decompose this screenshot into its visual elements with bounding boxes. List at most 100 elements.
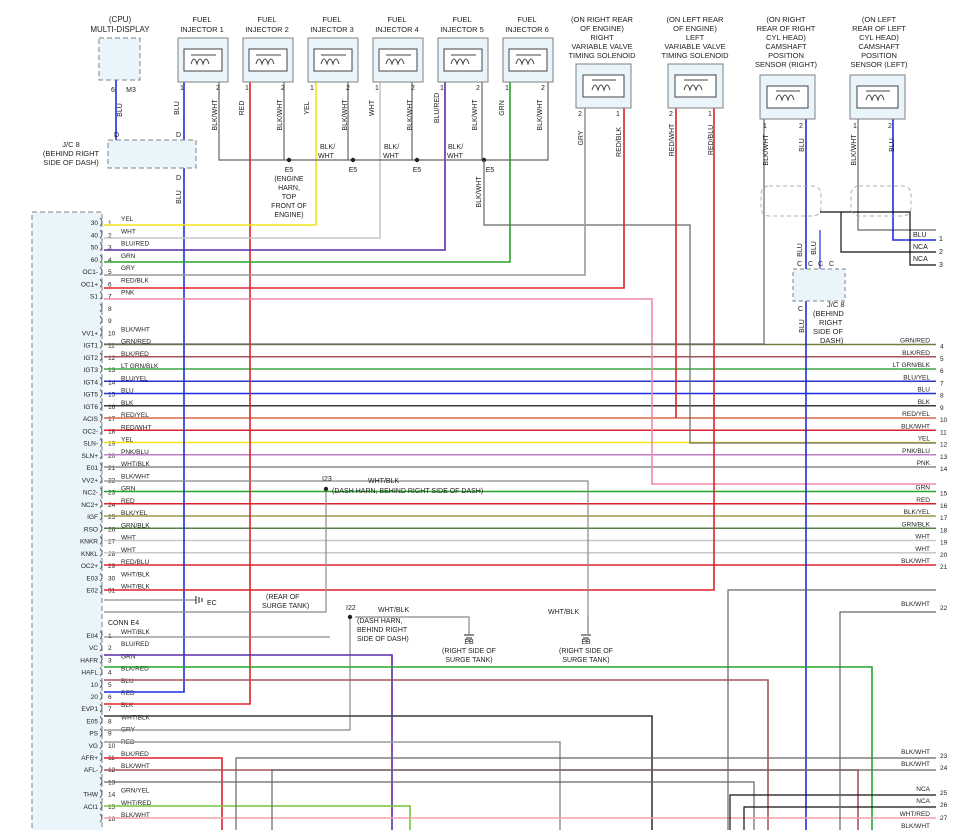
ground-ec-location-1: (REAR OF <box>266 594 299 601</box>
injector-connector <box>183 48 223 72</box>
right-terminal-number: 16 <box>940 503 948 510</box>
injector-coil-icon <box>385 54 411 66</box>
wire-color-label: BLK <box>121 400 134 407</box>
pin-number: 8 <box>108 306 112 313</box>
terminal-bracket <box>99 630 103 640</box>
injector-connector <box>378 48 418 72</box>
right-wire-label: BLK/WHT <box>901 823 930 830</box>
wire-color-label: YEL <box>121 216 134 223</box>
terminal-bracket <box>99 560 103 570</box>
cam-right-wire-1: BLK/WHT <box>763 134 770 166</box>
cam-left-wire-1: BLK/WHT <box>851 134 858 166</box>
ground-eb2-symbol <box>581 634 591 642</box>
wire-color-label: BLK/WHT <box>121 326 150 333</box>
terminal-bracket <box>99 401 103 411</box>
pin-number: 1 <box>108 220 112 227</box>
ground-eb-2-location-2: SURGE TANK) <box>562 657 609 664</box>
wire-color-label: BLK/RED <box>121 751 149 758</box>
pin-number: 31 <box>108 588 116 595</box>
wire-color-label: BLU <box>121 678 134 685</box>
pin-number: 15 <box>108 392 116 399</box>
cam-left-title-1: (ON LEFT <box>862 15 897 24</box>
vvt-left-title-5: TIMING SOLENOID <box>661 51 729 60</box>
ecm-terminal-label: PS <box>89 731 98 738</box>
terminal-bracket <box>99 679 103 689</box>
terminal-bracket <box>99 364 103 374</box>
injector-wire-color: BLK/WHT <box>537 99 544 131</box>
right-wire-label: BLK/RED <box>902 350 930 357</box>
ground-ec-location-2: SURGE TANK) <box>262 603 309 610</box>
jc8-right-wire-bottom: BLU <box>799 319 806 333</box>
afl-blkwht-wire <box>104 781 755 830</box>
injector-pin: 2 <box>281 85 285 92</box>
right-wire-label: BLK/WHT <box>901 423 930 430</box>
right-wire-label: BLK <box>918 399 931 406</box>
right-terminal-number: 19 <box>940 540 948 547</box>
injector-title: FUEL <box>192 15 211 24</box>
wire-color-label: WHT/BLK <box>121 584 151 591</box>
terminal-bracket <box>99 450 103 460</box>
vvt-left-pin-2: 1 <box>708 111 712 118</box>
pin-number: 12 <box>108 355 116 362</box>
jc8-right-pin-5: C <box>798 306 803 313</box>
right-terminal-number: 22 <box>940 605 948 612</box>
injector5-blured-wire <box>104 82 446 251</box>
terminal-bracket <box>99 278 103 288</box>
cam-right-connector <box>766 85 809 109</box>
right-wire-label: PNK <box>917 460 931 467</box>
pin-number: 14 <box>108 792 116 799</box>
injector-wire-color: BLK/WHT <box>277 99 284 131</box>
jc8-left-wire: BLU <box>176 190 183 204</box>
ecm-terminal-label: IGT6 <box>84 404 99 411</box>
ecm-terminal-label: 50 <box>91 245 99 252</box>
shield-out-num-2: 2 <box>939 249 943 256</box>
ecm-terminal-label: RSO <box>84 526 98 533</box>
ecm-terminal-label: NC2- <box>83 490 98 497</box>
right-terminal-number: 8 <box>940 393 944 400</box>
terminal-bracket <box>99 303 103 313</box>
cpu-title-line2: MULTI-DISPLAY <box>90 25 150 34</box>
wire-color-label: GRN/YEL <box>121 788 150 795</box>
ecm-terminal-label: IGT2 <box>84 355 99 362</box>
pin-number: 27 <box>108 539 116 546</box>
right-terminal-number: 20 <box>940 552 948 559</box>
ecm-terminal-label: HAFR <box>80 657 98 664</box>
ecm-terminal-label: IGT3 <box>84 367 99 374</box>
right-wire-label: NCA <box>916 798 930 805</box>
wire-color-label: RED <box>121 498 135 505</box>
terminal-bracket <box>99 352 103 362</box>
jc8-right-wire-2: BLU <box>811 241 818 255</box>
jc8-left-label-3: SIDE OF DASH) <box>43 158 99 167</box>
ecm-body <box>31 211 103 830</box>
terminal-bracket <box>99 474 103 484</box>
right-terminal-number: 9 <box>940 405 944 412</box>
injector-wire-color: BLK/WHT <box>212 99 219 131</box>
right-wire-label: BLK/WHT <box>901 749 930 756</box>
cam-left-blu-wire <box>892 119 936 241</box>
injector-title: INJECTOR 4 <box>375 25 419 34</box>
wire-color-label: BLK/WHT <box>121 812 150 819</box>
cpu-box <box>98 37 141 81</box>
wire-color-label: WHT/RED <box>121 800 152 807</box>
terminal-bracket <box>99 703 103 713</box>
right-terminal-number: 15 <box>940 491 948 498</box>
right-terminal-number: 23 <box>940 753 948 760</box>
e5-splice: E5 E5 E5 E5 BLK/ WHT BLK/ WHT BLK/ WHT (… <box>271 144 494 219</box>
injector-coil-icon <box>450 54 476 66</box>
splice-dot <box>323 486 329 492</box>
ecm-terminal-label: OC2- <box>82 428 98 435</box>
right-terminal-number: 18 <box>940 527 948 534</box>
injector-title: FUEL <box>452 15 471 24</box>
nca-wire-26 <box>743 806 936 830</box>
vvt-right-pin-1: 2 <box>578 111 582 118</box>
injector-wire-color: WHT <box>369 99 376 116</box>
terminal-bracket <box>99 511 103 521</box>
ecm-terminal-label: IGF <box>87 514 98 521</box>
shield-left <box>850 185 912 217</box>
wire-color-label: BLU <box>121 388 134 395</box>
pin-number: 28 <box>108 551 116 558</box>
ecm-terminal-label: VV1+ <box>82 330 98 337</box>
blkwht-right-22 <box>839 611 936 830</box>
e5-location-5: ENGINE) <box>274 212 303 219</box>
